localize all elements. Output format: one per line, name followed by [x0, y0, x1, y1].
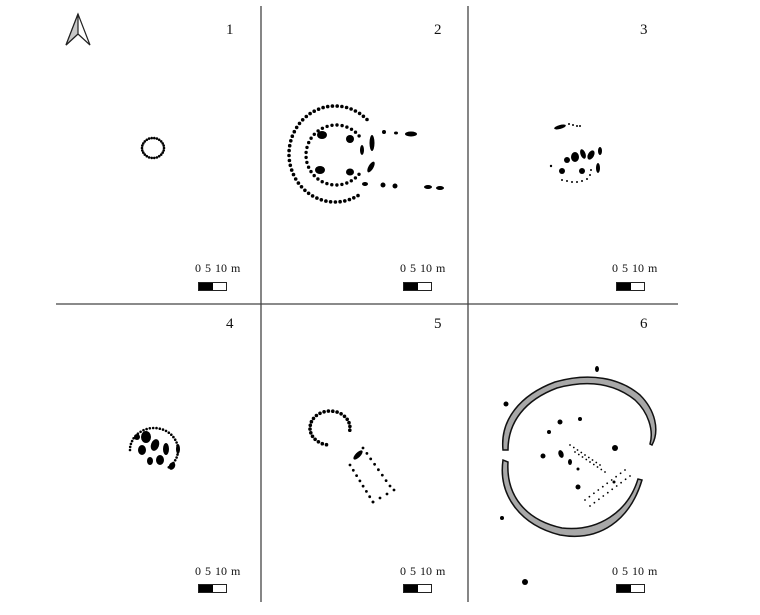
panel-number-5: 5	[434, 316, 442, 332]
panel-number-1: 1	[226, 22, 234, 38]
site-plan-5	[308, 409, 396, 504]
ditch-upper	[502, 376, 657, 451]
scale-bar-4	[198, 584, 227, 593]
site-plan-3	[549, 123, 602, 183]
site-plan-6	[500, 366, 657, 585]
site-plan-2	[287, 104, 444, 204]
scale-label-2: 0 5 10 m	[400, 261, 446, 275]
panel-number-2: 2	[434, 22, 442, 38]
panel-number-3: 3	[640, 22, 648, 38]
scale-label-1: 0 5 10 m	[195, 261, 241, 275]
panel-number-4: 4	[226, 316, 234, 332]
scale-bar-3	[616, 282, 645, 291]
scale-bar-2	[403, 282, 432, 291]
panel-number-6: 6	[640, 316, 648, 332]
site-plan-1	[140, 136, 166, 160]
site-plan-4	[128, 426, 180, 470]
scale-bar-5	[403, 584, 432, 593]
ditch-lower	[501, 458, 643, 537]
scale-label-3: 0 5 10 m	[612, 261, 658, 275]
panel-grid	[56, 6, 678, 602]
north-arrow-icon	[65, 12, 91, 46]
scale-bar-1	[198, 282, 227, 291]
scale-label-6: 0 5 10 m	[612, 564, 658, 578]
scale-label-4: 0 5 10 m	[195, 564, 241, 578]
scale-label-5: 0 5 10 m	[400, 564, 446, 578]
scale-bar-6	[616, 584, 645, 593]
